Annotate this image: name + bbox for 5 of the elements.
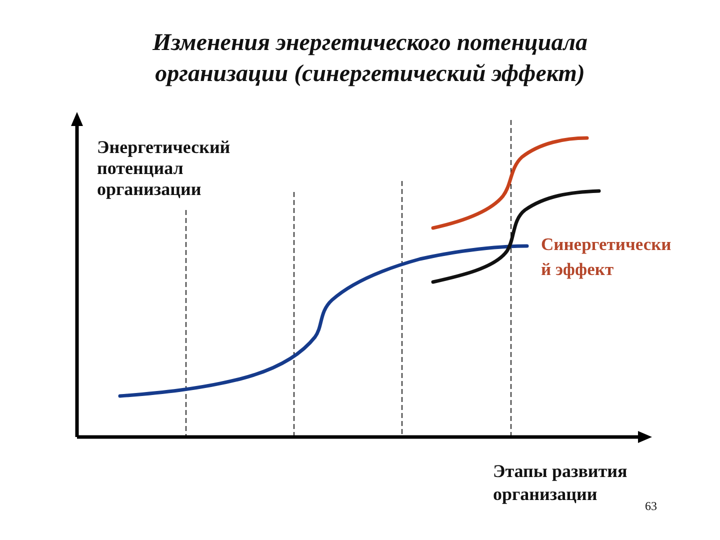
axis-title: Этапы развития организации [493,460,628,506]
page-number: 63 [645,498,658,514]
axis-title: Энергетический потенциал организации [97,137,232,200]
curve-label: Синергетически й эффект [541,233,672,281]
title: Изменения энергетического потенциала организации (синергетический эффект) [151,29,589,89]
